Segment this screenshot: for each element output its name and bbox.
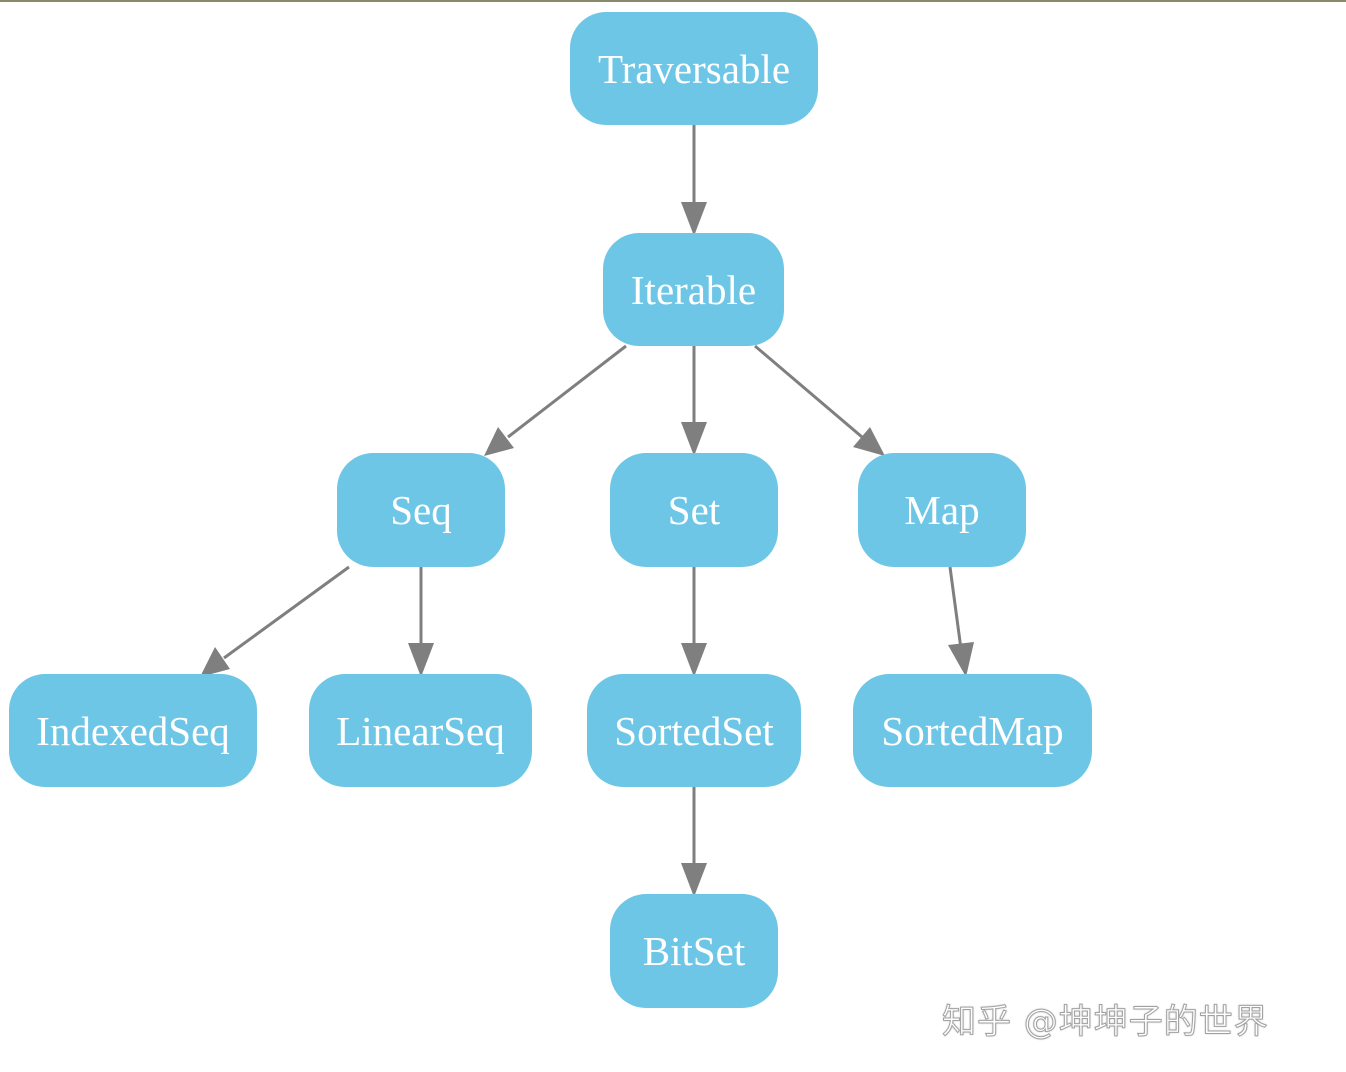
edge-set-sortedset [681,567,707,677]
edge-seq-indexedseq [200,565,350,677]
node-linearseq[interactable]: LinearSeq [309,674,532,787]
watermark-text: 知乎 @坤坤子的世界 [942,1002,1269,1043]
node-iterable[interactable]: Iterable [603,233,784,346]
edge-map-sortedmap [948,566,974,677]
node-traversable[interactable]: Traversable [570,12,818,125]
node-seq[interactable]: Seq [337,453,505,567]
node-map[interactable]: Map [858,453,1026,567]
edge-iterable-seq [484,344,627,456]
node-indexedseq[interactable]: IndexedSeq [9,674,257,787]
node-bitset[interactable]: BitSet [610,894,778,1008]
edge-sortedset-bitset [681,787,707,897]
node-set[interactable]: Set [610,453,778,567]
node-sortedset[interactable]: SortedSet [587,674,801,787]
top-border-line [0,0,1346,2]
edge-seq-linearseq [408,567,434,677]
edge-iterable-set [681,346,707,456]
node-sortedmap[interactable]: SortedMap [853,674,1092,787]
edge-traversable-iterable [681,125,707,236]
edge-iterable-map [754,344,885,456]
